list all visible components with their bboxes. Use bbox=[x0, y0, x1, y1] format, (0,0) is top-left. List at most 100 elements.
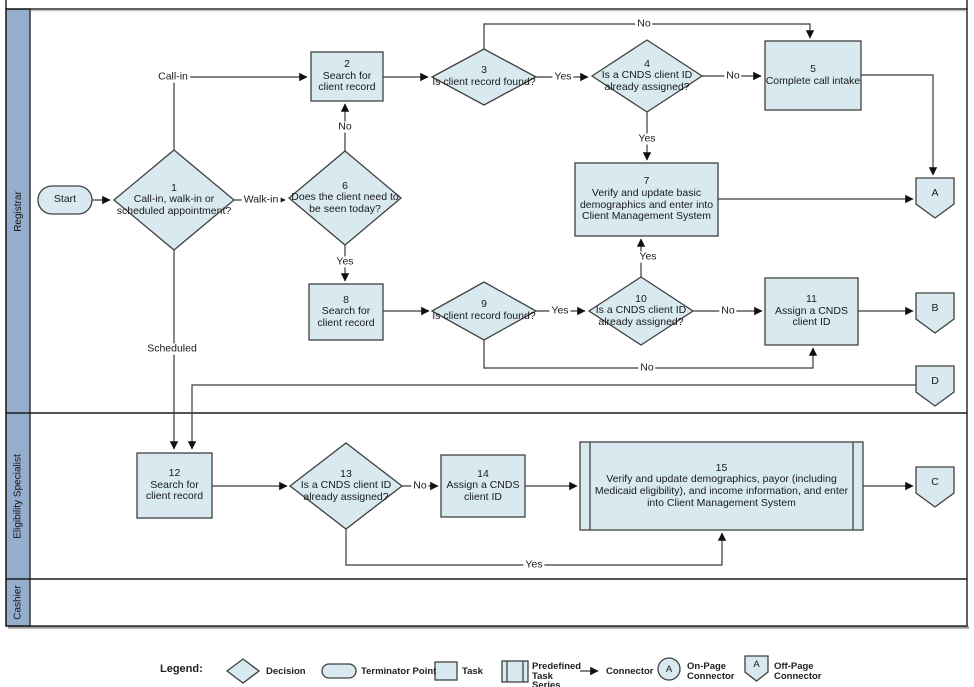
decision-1: 1 Call-in, walk-in or scheduled appointm… bbox=[114, 150, 234, 250]
decision-6: 6 Does the client need to be seen today? bbox=[289, 151, 401, 245]
decision-10-number: 10 bbox=[635, 292, 647, 305]
decision-3-number: 3 bbox=[481, 64, 487, 77]
legend-offpage-label: Off-Page Connector bbox=[774, 661, 822, 682]
legend-onpage-letter: A bbox=[665, 663, 673, 675]
legend-decision-label: Decision bbox=[266, 666, 306, 677]
legend-connector-label: Connector bbox=[606, 666, 654, 677]
task-11-text: Assign a CNDS client ID bbox=[775, 304, 848, 329]
legend-predefined-label: Predefined Task Series bbox=[532, 661, 582, 687]
offpage-connector-d: D bbox=[916, 366, 954, 396]
task-5-text: Complete call intake bbox=[765, 74, 861, 87]
task-11: 11 Assign a CNDS client ID bbox=[765, 278, 858, 345]
offpage-connector-c-shape bbox=[915, 466, 955, 508]
task-2: 2 Search for client record bbox=[311, 52, 383, 101]
decision-3: 3 Is client record found? bbox=[430, 49, 538, 105]
legend-task-icon bbox=[434, 661, 458, 681]
edge-label-scheduled: Scheduled bbox=[145, 342, 199, 355]
decision-9-shape bbox=[430, 281, 538, 341]
decision-4-shape bbox=[590, 39, 704, 113]
task-11-number: 11 bbox=[806, 293, 817, 306]
decision-9-number: 9 bbox=[481, 298, 487, 311]
edge-label-d4-yes: Yes bbox=[636, 132, 658, 145]
edge-label-walk-in: Walk-in bbox=[241, 193, 281, 206]
task-2-text: Search for client record bbox=[318, 69, 376, 94]
lane-cashier-label: Cashier bbox=[12, 585, 24, 620]
edge-label-d4-no: No bbox=[724, 69, 742, 82]
edge-label-d13-no: No bbox=[411, 479, 429, 492]
edge-conn-d-to-t12 bbox=[187, 384, 916, 450]
predefined-task-15-shape bbox=[579, 441, 864, 531]
edge-label-d13-yes: Yes bbox=[523, 558, 545, 571]
decision-1-shape bbox=[112, 149, 236, 251]
offpage-connector-a-label: A bbox=[931, 187, 939, 199]
offpage-connector-b-label: B bbox=[931, 302, 939, 314]
decision-1-text: Call-in, walk-in or scheduled appointmen… bbox=[116, 193, 232, 217]
lane-registrar: Registrar bbox=[6, 9, 30, 413]
decision-13-shape bbox=[288, 442, 404, 530]
decision-6-text: Does the client need to be seen today? bbox=[291, 191, 399, 215]
task-12-number: 12 bbox=[168, 467, 181, 480]
offpage-connector-d-label: D bbox=[931, 375, 939, 387]
legend-title: Legend: bbox=[160, 663, 203, 675]
offpage-connector-c-label: C bbox=[931, 476, 939, 488]
task-11-shape bbox=[764, 277, 859, 346]
lane-eligibility-specialist: Eligibility Specialist bbox=[6, 413, 30, 579]
offpage-connector-a: A bbox=[916, 178, 954, 208]
legend-offpage-letter: A bbox=[753, 659, 760, 670]
edge-label-d10-no: No bbox=[719, 304, 737, 317]
edge-label-d9-no: No bbox=[638, 361, 656, 374]
task-8-shape bbox=[308, 283, 384, 341]
decision-4-number: 4 bbox=[644, 57, 650, 70]
terminator-start-label: Start bbox=[53, 193, 77, 206]
edge-label-call-in: Call-in bbox=[156, 70, 190, 83]
edge-label-d6-yes: Yes bbox=[334, 255, 356, 268]
decision-4-text: Is a CNDS client ID already assigned? bbox=[601, 69, 693, 93]
edge-label-d10-yes: Yes bbox=[637, 250, 659, 263]
task-7-number: 7 bbox=[643, 175, 650, 188]
decision-4: 4 Is a CNDS client ID already assigned? bbox=[594, 40, 700, 112]
edge-label-d3-no: No bbox=[635, 17, 653, 30]
task-8: 8 Search for client record bbox=[309, 284, 383, 340]
legend-onpage-icon bbox=[657, 657, 681, 681]
task-2-number: 2 bbox=[344, 58, 350, 71]
edge-label-d9-yes: Yes bbox=[549, 304, 571, 317]
predefined-task-15-number: 15 bbox=[715, 461, 728, 474]
task-14-shape bbox=[440, 454, 526, 518]
task-8-text: Search for client record bbox=[317, 305, 375, 329]
task-5-number: 5 bbox=[810, 62, 816, 75]
task-7: 7 Verify and update basic demographics a… bbox=[575, 163, 718, 236]
predefined-task-15-text: Verify and update demographics, payor (i… bbox=[594, 473, 849, 509]
decision-9: 9 Is client record found? bbox=[430, 282, 538, 340]
lane-eligibility-specialist-label: Eligibility Specialist bbox=[12, 453, 24, 539]
legend-offpage-letter-wrap: A bbox=[745, 656, 768, 673]
decision-3-shape bbox=[430, 48, 538, 106]
edge-t5-to-conn-a bbox=[861, 74, 938, 176]
task-7-shape bbox=[574, 162, 719, 237]
edge-d1-callin-to-t2 bbox=[173, 72, 308, 150]
decision-6-shape bbox=[287, 150, 403, 246]
offpage-connector-a-shape bbox=[915, 177, 955, 219]
decision-1-number: 1 bbox=[171, 181, 177, 194]
legend-onpage-label: On-Page Connector bbox=[687, 661, 735, 682]
task-12-text: Search for client record bbox=[145, 478, 204, 503]
edge-label-d6-no: No bbox=[336, 120, 354, 133]
task-5: 5 Complete call intake bbox=[765, 41, 861, 110]
task-14-number: 14 bbox=[477, 467, 489, 480]
task-5-shape bbox=[764, 40, 862, 111]
decision-6-number: 6 bbox=[342, 179, 348, 192]
task-7-text: Verify and update basic demographics and… bbox=[579, 186, 714, 223]
decision-9-text: Is client record found? bbox=[432, 310, 536, 322]
decision-13-text: Is a CNDS client ID already assigned? bbox=[300, 479, 392, 503]
predefined-task-15: 15 Verify and update demographics, payor… bbox=[594, 442, 849, 530]
lane-label-strip bbox=[5, 8, 31, 627]
legend-onpage-letter-wrap: A bbox=[658, 658, 680, 680]
decision-13: 13 Is a CNDS client ID already assigned? bbox=[292, 443, 400, 529]
task-8-number: 8 bbox=[343, 293, 349, 306]
legend-decision-icon bbox=[225, 658, 261, 684]
legend-predefined-icon bbox=[501, 660, 529, 683]
offpage-connector-b: B bbox=[916, 293, 954, 323]
task-14: 14 Assign a CNDS client ID bbox=[441, 455, 525, 517]
legend-terminator-icon bbox=[321, 663, 357, 679]
